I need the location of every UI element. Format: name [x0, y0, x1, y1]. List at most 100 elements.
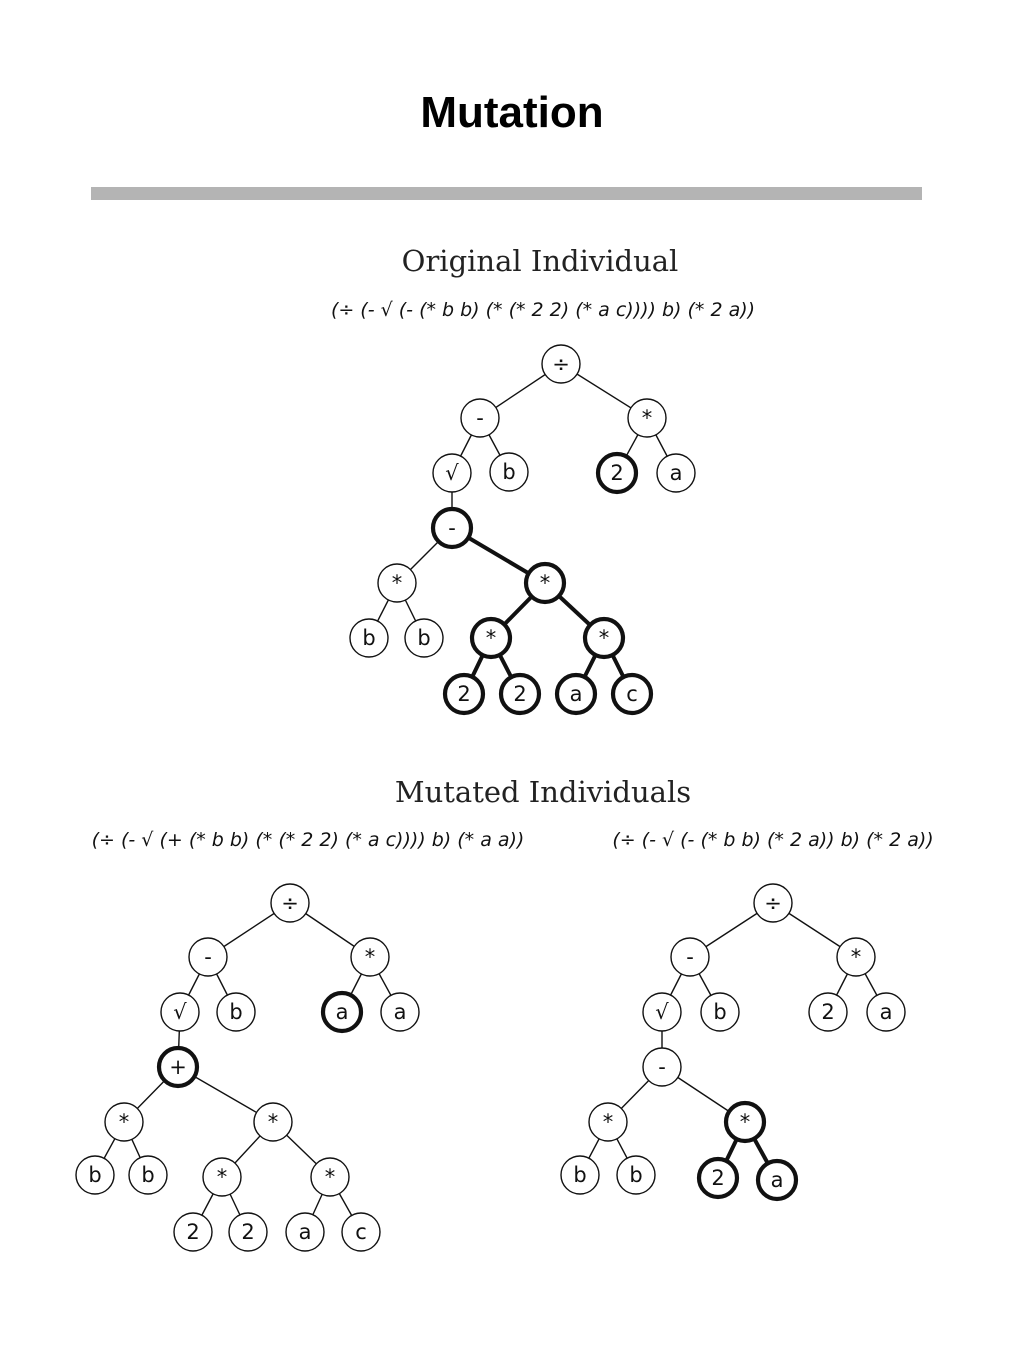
tree-node — [128, 1155, 168, 1195]
tree-node — [755, 1158, 799, 1202]
tree-node — [588, 1102, 628, 1142]
tree-node-label: 2 — [821, 1000, 834, 1024]
tree-node — [753, 883, 793, 923]
tree-node — [380, 992, 420, 1032]
tree-node-label: - — [204, 945, 212, 969]
tree-node-label: * — [486, 626, 497, 650]
tree-node — [595, 451, 639, 495]
tree-node — [523, 561, 567, 605]
tree-node-label: a — [394, 1000, 407, 1024]
tree-node — [216, 992, 256, 1032]
tree-node-label: * — [540, 571, 551, 595]
tree-node-label: c — [355, 1220, 367, 1244]
tree-node — [670, 937, 710, 977]
tree-node — [104, 1102, 144, 1142]
tree-node-label: √ — [445, 461, 459, 485]
tree-node — [469, 616, 513, 660]
tree-node — [656, 453, 696, 493]
tree-node — [188, 937, 228, 977]
tree-node-label: ÷ — [281, 891, 299, 915]
tree-node — [541, 344, 581, 384]
tree-node — [836, 937, 876, 977]
tree-node-label: 2 — [457, 682, 470, 706]
tree-node — [498, 672, 542, 716]
tree-node-label: b — [88, 1163, 101, 1187]
tree-node — [253, 1102, 293, 1142]
tree-node — [723, 1100, 767, 1144]
tree-node-label: a — [570, 682, 583, 706]
tree-node — [202, 1157, 242, 1197]
tree-node-label: a — [771, 1168, 784, 1192]
tree-node-label: * — [365, 945, 376, 969]
tree-node-label: √ — [173, 1000, 187, 1024]
tree-node-label: - — [476, 406, 484, 430]
tree-node-label: + — [169, 1055, 187, 1079]
tree-node — [228, 1212, 268, 1252]
tree-node-label: * — [603, 1110, 614, 1134]
tree-node — [310, 1157, 350, 1197]
tree-node — [610, 672, 654, 716]
mutated-left-expression: (÷ (- √ (+ (* b b) (* (* 2 2) (* a c))))… — [92, 829, 525, 851]
tree-node-label: - — [448, 516, 456, 540]
tree-node-label: 2 — [711, 1166, 724, 1190]
original-heading: Original Individual — [402, 244, 679, 278]
tree-node-label: b — [229, 1000, 242, 1024]
tree-node-label: ÷ — [552, 352, 570, 376]
tree-node — [700, 992, 740, 1032]
tree-node — [627, 398, 667, 438]
tree-node-label: ÷ — [764, 891, 782, 915]
tree-node-label: * — [268, 1110, 279, 1134]
original-expression: (÷ (- √ (- (* b b) (* (* 2 2) (* a c))))… — [331, 299, 755, 321]
tree-node — [173, 1212, 213, 1252]
tree-node — [285, 1212, 325, 1252]
tree-node — [270, 883, 310, 923]
tree-node-label: b — [417, 626, 430, 650]
slide-title: Mutation — [420, 88, 604, 137]
tree-node — [432, 453, 472, 493]
tree-node-label: b — [502, 460, 515, 484]
tree-node — [554, 672, 598, 716]
tree-node — [377, 563, 417, 603]
tree-node — [341, 1212, 381, 1252]
tree-node-label: * — [642, 406, 653, 430]
tree-node — [642, 1047, 682, 1087]
tree-node-label: 2 — [241, 1220, 254, 1244]
tree-node-label: * — [325, 1165, 336, 1189]
tree-node-label: b — [362, 626, 375, 650]
tree-node-label: a — [299, 1220, 312, 1244]
tree-node — [866, 992, 906, 1032]
tree-node-label: 2 — [186, 1220, 199, 1244]
tree-node — [320, 990, 364, 1034]
title-rule — [91, 187, 922, 200]
tree-node — [430, 506, 474, 550]
mutated-right-expression: (÷ (- √ (- (* b b) (* 2 a)) b) (* 2 a)) — [612, 829, 933, 851]
tree-node-label: b — [573, 1163, 586, 1187]
tree-node-label: * — [392, 571, 403, 595]
tree-node-label: * — [740, 1110, 751, 1134]
tree-node-label: a — [670, 461, 683, 485]
tree-node-label: b — [629, 1163, 642, 1187]
tree-node-label: 2 — [610, 461, 623, 485]
tree-node — [75, 1155, 115, 1195]
tree-node — [156, 1045, 200, 1089]
tree-node — [808, 992, 848, 1032]
tree-node — [642, 992, 682, 1032]
tree-node-label: * — [217, 1165, 228, 1189]
tree-node — [442, 672, 486, 716]
tree-node — [160, 992, 200, 1032]
tree-node-label: a — [880, 1000, 893, 1024]
tree-node — [560, 1155, 600, 1195]
mutated-heading: Mutated Individuals — [395, 775, 691, 809]
tree-node-label: * — [599, 626, 610, 650]
tree-node-label: * — [851, 945, 862, 969]
tree-node — [350, 937, 390, 977]
tree-node-label: b — [713, 1000, 726, 1024]
tree-node-label: a — [336, 1000, 349, 1024]
tree-node-label: 2 — [513, 682, 526, 706]
tree-node-label: - — [658, 1055, 666, 1079]
tree-node — [582, 616, 626, 660]
